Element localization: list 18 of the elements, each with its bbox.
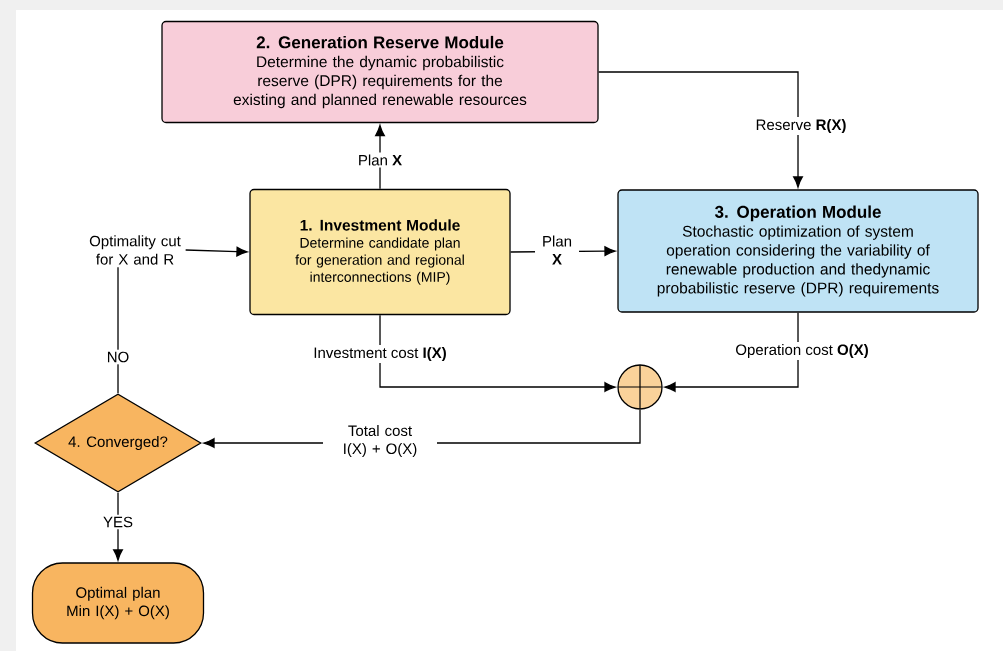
arrow — [379, 314, 616, 392]
terminal-box: Optimal plan Min I(X) + O(X) — [31, 562, 205, 644]
arrow — [185, 246, 248, 257]
arrow — [113, 492, 123, 561]
edge-label: Reserve R(X) — [753, 117, 849, 135]
edge-label: Plan X — [535, 233, 579, 267]
connector-line — [117, 266, 119, 394]
edge-label: Plan X — [355, 152, 405, 168]
edge-label: Operation cost O(X) — [733, 342, 871, 360]
sum-circle — [617, 364, 663, 410]
module-box: 1. Investment Module Determine candidate plan for generation and regional interconnections (MIP) — [249, 188, 511, 316]
node-text: Optimality cut for X and R — [89, 235, 181, 265]
edge-label: Investment cost I(X) — [311, 345, 449, 363]
arrow — [598, 71, 803, 188]
module-box: 3. Operation Module Stochastic optimization of system operation considering the variability of renewable production and thedynamic probabilistic reserve (DPR) requirements — [617, 189, 979, 313]
module-box: 2. Generation Reserve Module Determine the dynamic probabilistic reserve (DPR) requirements for the existing and planned renewable resources — [161, 20, 599, 124]
edge-label: Total cost I(X) + O(X) — [323, 423, 437, 459]
arrow — [664, 312, 799, 392]
